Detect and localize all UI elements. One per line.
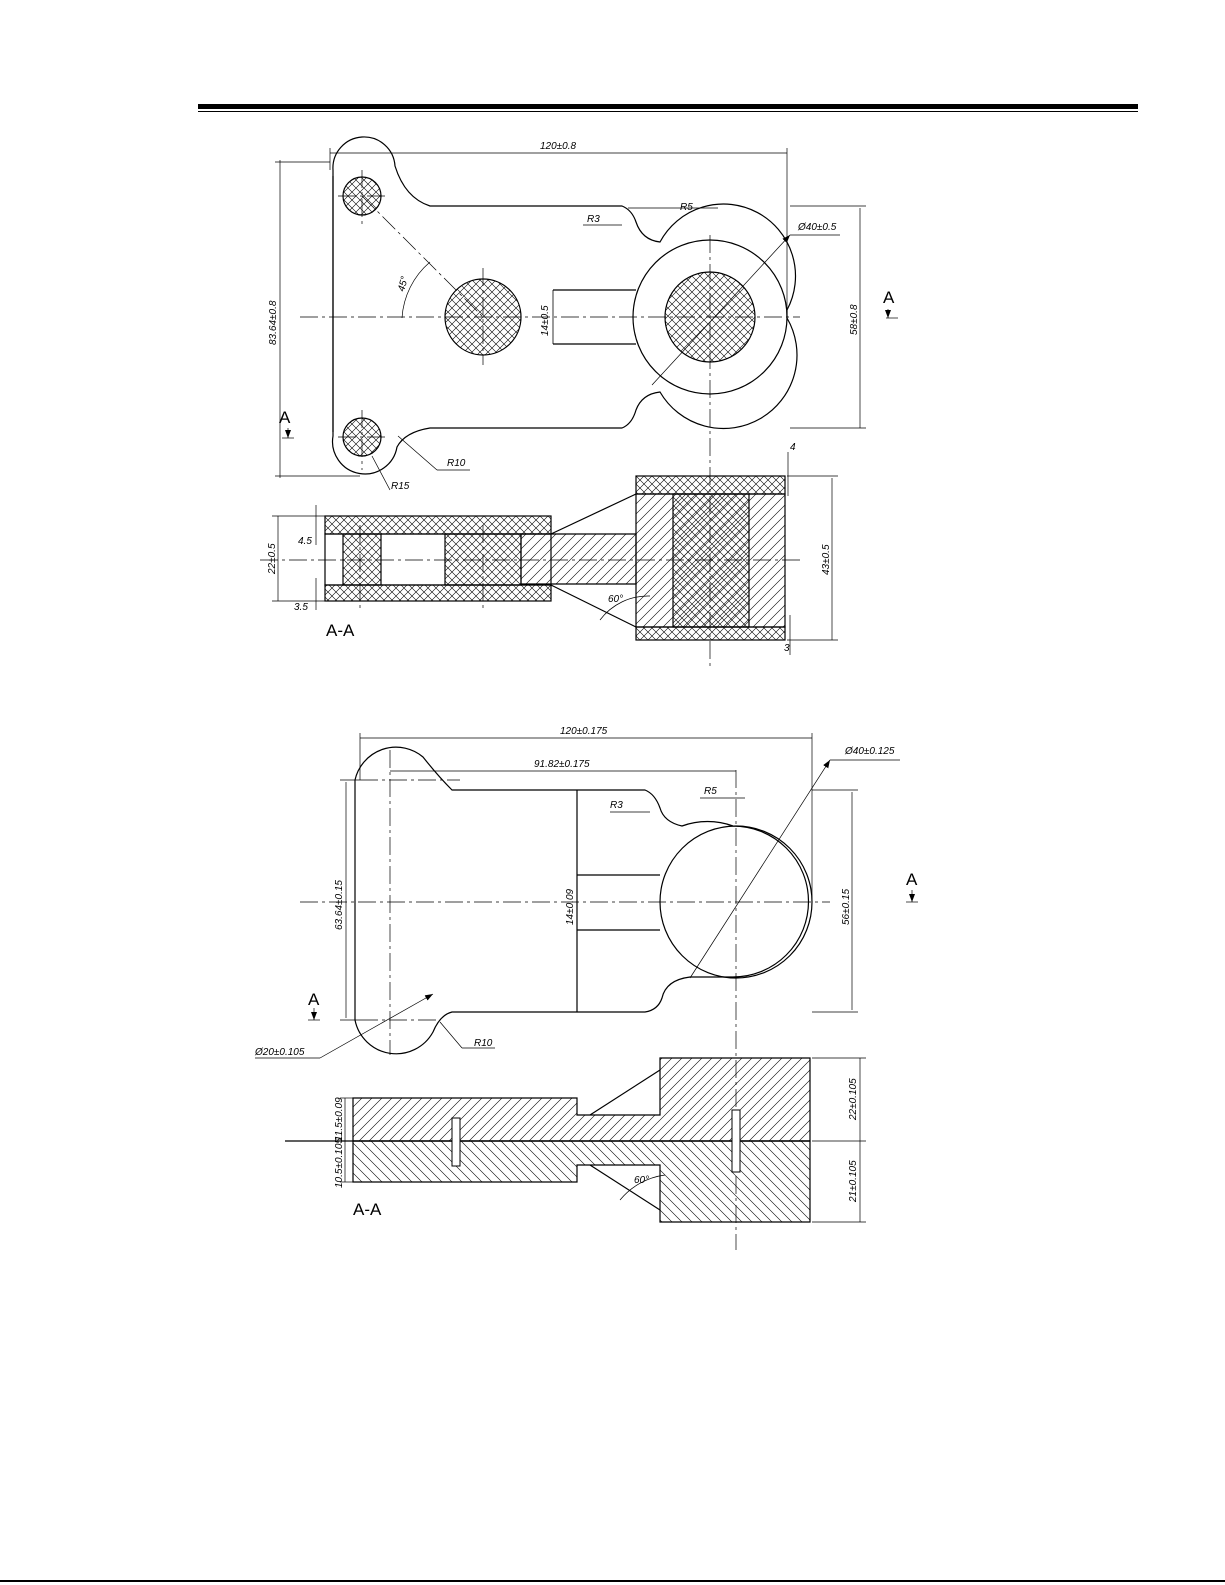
dim-14-top: 14±0.5	[540, 305, 551, 336]
dim-60-top: 60°	[608, 594, 623, 605]
section-marker-right-top: A	[883, 288, 895, 307]
dim-bore-top: Ø40±0.5	[797, 222, 837, 233]
dim-43-top: 43±0.5	[821, 544, 832, 575]
footer-rule	[0, 1580, 1225, 1582]
dim-22-top: 22±0.5	[267, 543, 278, 575]
bottom-section-arrows	[308, 890, 918, 1020]
dim-r10-top: R10	[447, 458, 466, 469]
dim-r5-top: R5	[680, 202, 693, 213]
dim-r15-top: R15	[391, 481, 410, 492]
dim-r5-bottom: R5	[704, 786, 717, 797]
section-marker-right-bottom: A	[906, 870, 918, 889]
section-marker-left-top: A	[279, 408, 291, 427]
top-section-view	[260, 476, 800, 640]
dim-3-top: 3	[784, 643, 790, 654]
dim-58-top: 58±0.8	[849, 304, 860, 335]
top-section-arrows	[282, 309, 898, 438]
bottom-plan-outline	[355, 747, 809, 1054]
dim-21-bottom: 21±0.105	[848, 1160, 859, 1203]
dim-bore-bottom: Ø40±0.125	[844, 746, 895, 757]
dim-60-bottom: 60°	[634, 1175, 649, 1186]
dim-56-bottom: 56±0.15	[841, 888, 852, 925]
bottom-section-view	[285, 1058, 810, 1222]
dim-r3-bottom: R3	[610, 800, 623, 811]
dim-120-bottom: 120±0.175	[560, 726, 608, 737]
dim-4-5-top: 4.5	[298, 536, 312, 547]
dim-83-top: 83.64±0.8	[268, 300, 279, 345]
section-label-top: A-A	[326, 621, 355, 640]
dim-11-5-bottom: 11.5±0.09	[334, 1097, 345, 1141]
bottom-plan-dimensions	[340, 733, 858, 1048]
dim-r3-top: R3	[587, 214, 600, 225]
section-label-bottom: A-A	[353, 1200, 382, 1219]
dim-22-bottom: 22±0.105	[848, 1078, 859, 1121]
dim-63-bottom: 63.64±0.15	[334, 880, 345, 930]
dim-20-bottom: Ø20±0.105	[254, 1047, 305, 1058]
dim-10-5-bottom: 10.5±0.105	[334, 1138, 345, 1188]
dim-4-top: 4	[790, 442, 796, 453]
dim-r10-bottom: R10	[474, 1038, 493, 1049]
dim-120-top: 120±0.8	[540, 141, 577, 152]
dim-3-5-top: 3.5	[294, 602, 308, 613]
section-marker-left-bottom: A	[308, 990, 320, 1009]
dim-91-bottom: 91.82±0.175	[534, 759, 590, 770]
dim-14-bottom: 14±0.09	[565, 888, 576, 925]
